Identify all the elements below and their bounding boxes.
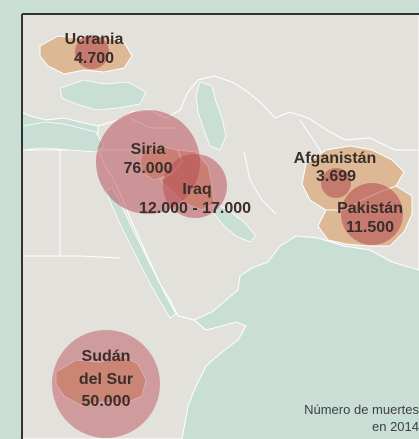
afghanistan-value: 3.699 [316, 168, 356, 185]
labels: Ucrania 4.700 Siria 76.000 Iraq 12.000 -… [65, 31, 403, 410]
south-sudan-value: 50.000 [82, 393, 131, 410]
black-sea [59, 79, 147, 111]
south-sudan-shape [55, 355, 147, 407]
ukraine-bubble [75, 35, 109, 69]
south-sudan-bubble [52, 330, 160, 438]
caption-line-1: Número de muertes [304, 402, 419, 417]
caption: Número de muertes en 2014 [304, 402, 419, 434]
iraq-value: 12.000 - 17.000 [139, 200, 251, 217]
pakistan-bubble [341, 183, 403, 245]
pakistan-name: Pakistán [337, 200, 403, 217]
pakistan-value: 11.500 [346, 219, 394, 236]
iraq-name: Iraq [182, 181, 211, 198]
frame [21, 13, 419, 439]
persian-gulf [211, 201, 257, 243]
ukraine-name: Ucrania [65, 31, 124, 48]
ukraine-value: 4.700 [74, 50, 114, 67]
south-sudan-name-2: del Sur [79, 371, 133, 388]
afghanistan-name: Afganistán [294, 150, 377, 167]
caspian-sea [195, 81, 227, 151]
syria-name: Siria [131, 141, 166, 158]
bubbles [52, 35, 403, 438]
caption-line-2: en 2014 [372, 419, 419, 434]
south-sudan-name-1: Sudán [82, 348, 131, 365]
red-sea [105, 187, 177, 319]
inner-seas [21, 79, 257, 319]
afghanistan-bubble [321, 168, 351, 198]
syria-value: 76.000 [124, 160, 173, 177]
iraq-bubble [163, 154, 227, 218]
